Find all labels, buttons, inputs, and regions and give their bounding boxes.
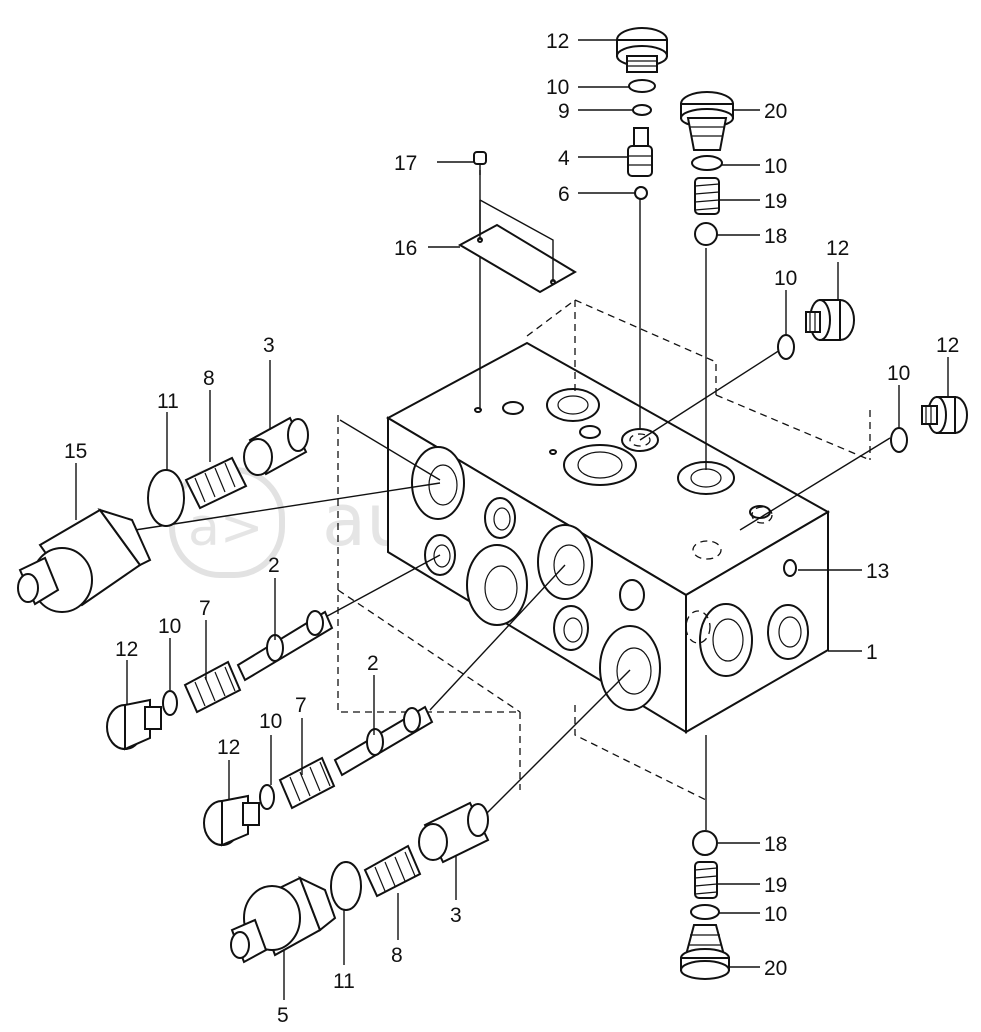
o-ring-10-left-upper bbox=[162, 690, 178, 716]
label-19: 19 bbox=[764, 190, 787, 213]
label-2: 2 bbox=[367, 652, 379, 675]
o-ring-10-right-upper bbox=[777, 334, 795, 360]
part-labels: 12 10 9 20 4 17 10 6 19 18 16 12 10 3 12… bbox=[64, 30, 959, 1027]
label-4: 4 bbox=[558, 147, 570, 170]
plug-12-left-upper bbox=[106, 698, 162, 751]
spring-8-upper bbox=[184, 456, 248, 510]
label-2: 2 bbox=[268, 554, 280, 577]
label-12: 12 bbox=[936, 334, 959, 357]
label-8: 8 bbox=[203, 367, 215, 390]
piston-3-upper bbox=[243, 416, 309, 476]
label-7: 7 bbox=[295, 694, 307, 717]
o-ring-10-right bbox=[691, 155, 723, 171]
label-9: 9 bbox=[558, 100, 570, 123]
label-15: 15 bbox=[64, 440, 87, 463]
label-17: 17 bbox=[394, 152, 417, 175]
o-ring-10-left-lower bbox=[259, 784, 275, 810]
spring-19-top bbox=[694, 177, 720, 215]
plug-20-top bbox=[680, 91, 734, 151]
label-5: 5 bbox=[277, 1004, 289, 1027]
seal-11-upper bbox=[147, 469, 185, 527]
ball-18-bottom bbox=[692, 830, 718, 856]
o-ring-10-right-lower bbox=[890, 427, 908, 453]
piston-3-lower bbox=[418, 801, 490, 864]
spring-8-lower bbox=[363, 844, 422, 898]
label-10: 10 bbox=[764, 155, 787, 178]
label-10: 10 bbox=[259, 710, 282, 733]
label-13: 13 bbox=[866, 560, 889, 583]
valve-block bbox=[385, 341, 831, 734]
label-12: 12 bbox=[546, 30, 569, 53]
spool-2-lower bbox=[333, 705, 434, 777]
assembly-lines bbox=[134, 170, 891, 830]
spring-19-bottom bbox=[694, 861, 718, 899]
label-10: 10 bbox=[887, 362, 910, 385]
leader-lines bbox=[75, 39, 949, 1000]
valve-part-4 bbox=[627, 127, 653, 177]
label-10: 10 bbox=[774, 267, 797, 290]
label-10: 10 bbox=[158, 615, 181, 638]
o-ring-10-bottom bbox=[690, 904, 720, 920]
spool-2-upper bbox=[236, 610, 334, 682]
o-ring-9 bbox=[632, 104, 652, 116]
label-7: 7 bbox=[199, 597, 211, 620]
label-11: 11 bbox=[157, 390, 179, 413]
fitting-5 bbox=[230, 876, 337, 964]
o-ring-10-top bbox=[628, 79, 656, 93]
label-3: 3 bbox=[263, 334, 275, 357]
spring-7-lower bbox=[278, 756, 336, 810]
plug-20-bottom bbox=[680, 924, 730, 980]
plug-12-left-lower bbox=[203, 794, 260, 847]
fitting-15 bbox=[17, 508, 152, 613]
label-3: 3 bbox=[450, 904, 462, 927]
top-plug-12 bbox=[616, 27, 668, 73]
label-11: 11 bbox=[333, 970, 355, 993]
label-18: 18 bbox=[764, 225, 787, 248]
label-8: 8 bbox=[391, 944, 403, 967]
label-10: 10 bbox=[764, 903, 787, 926]
ball-6 bbox=[634, 186, 648, 200]
label-12: 12 bbox=[115, 638, 138, 661]
pin-17 bbox=[473, 151, 487, 175]
plug-12-right-lower bbox=[921, 396, 968, 434]
label-6: 6 bbox=[558, 183, 570, 206]
ball-18-top bbox=[694, 222, 718, 246]
label-20: 20 bbox=[764, 957, 787, 980]
plug-12-right-upper bbox=[805, 299, 855, 341]
label-12: 12 bbox=[217, 736, 240, 759]
nameplate-16 bbox=[457, 199, 577, 294]
label-12: 12 bbox=[826, 237, 849, 260]
label-1: 1 bbox=[866, 641, 878, 664]
label-18: 18 bbox=[764, 833, 787, 856]
label-16: 16 bbox=[394, 237, 417, 260]
spring-7-upper bbox=[183, 660, 242, 714]
label-20: 20 bbox=[764, 100, 787, 123]
label-19: 19 bbox=[764, 874, 787, 897]
label-10: 10 bbox=[546, 76, 569, 99]
seal-11-lower bbox=[330, 861, 362, 911]
